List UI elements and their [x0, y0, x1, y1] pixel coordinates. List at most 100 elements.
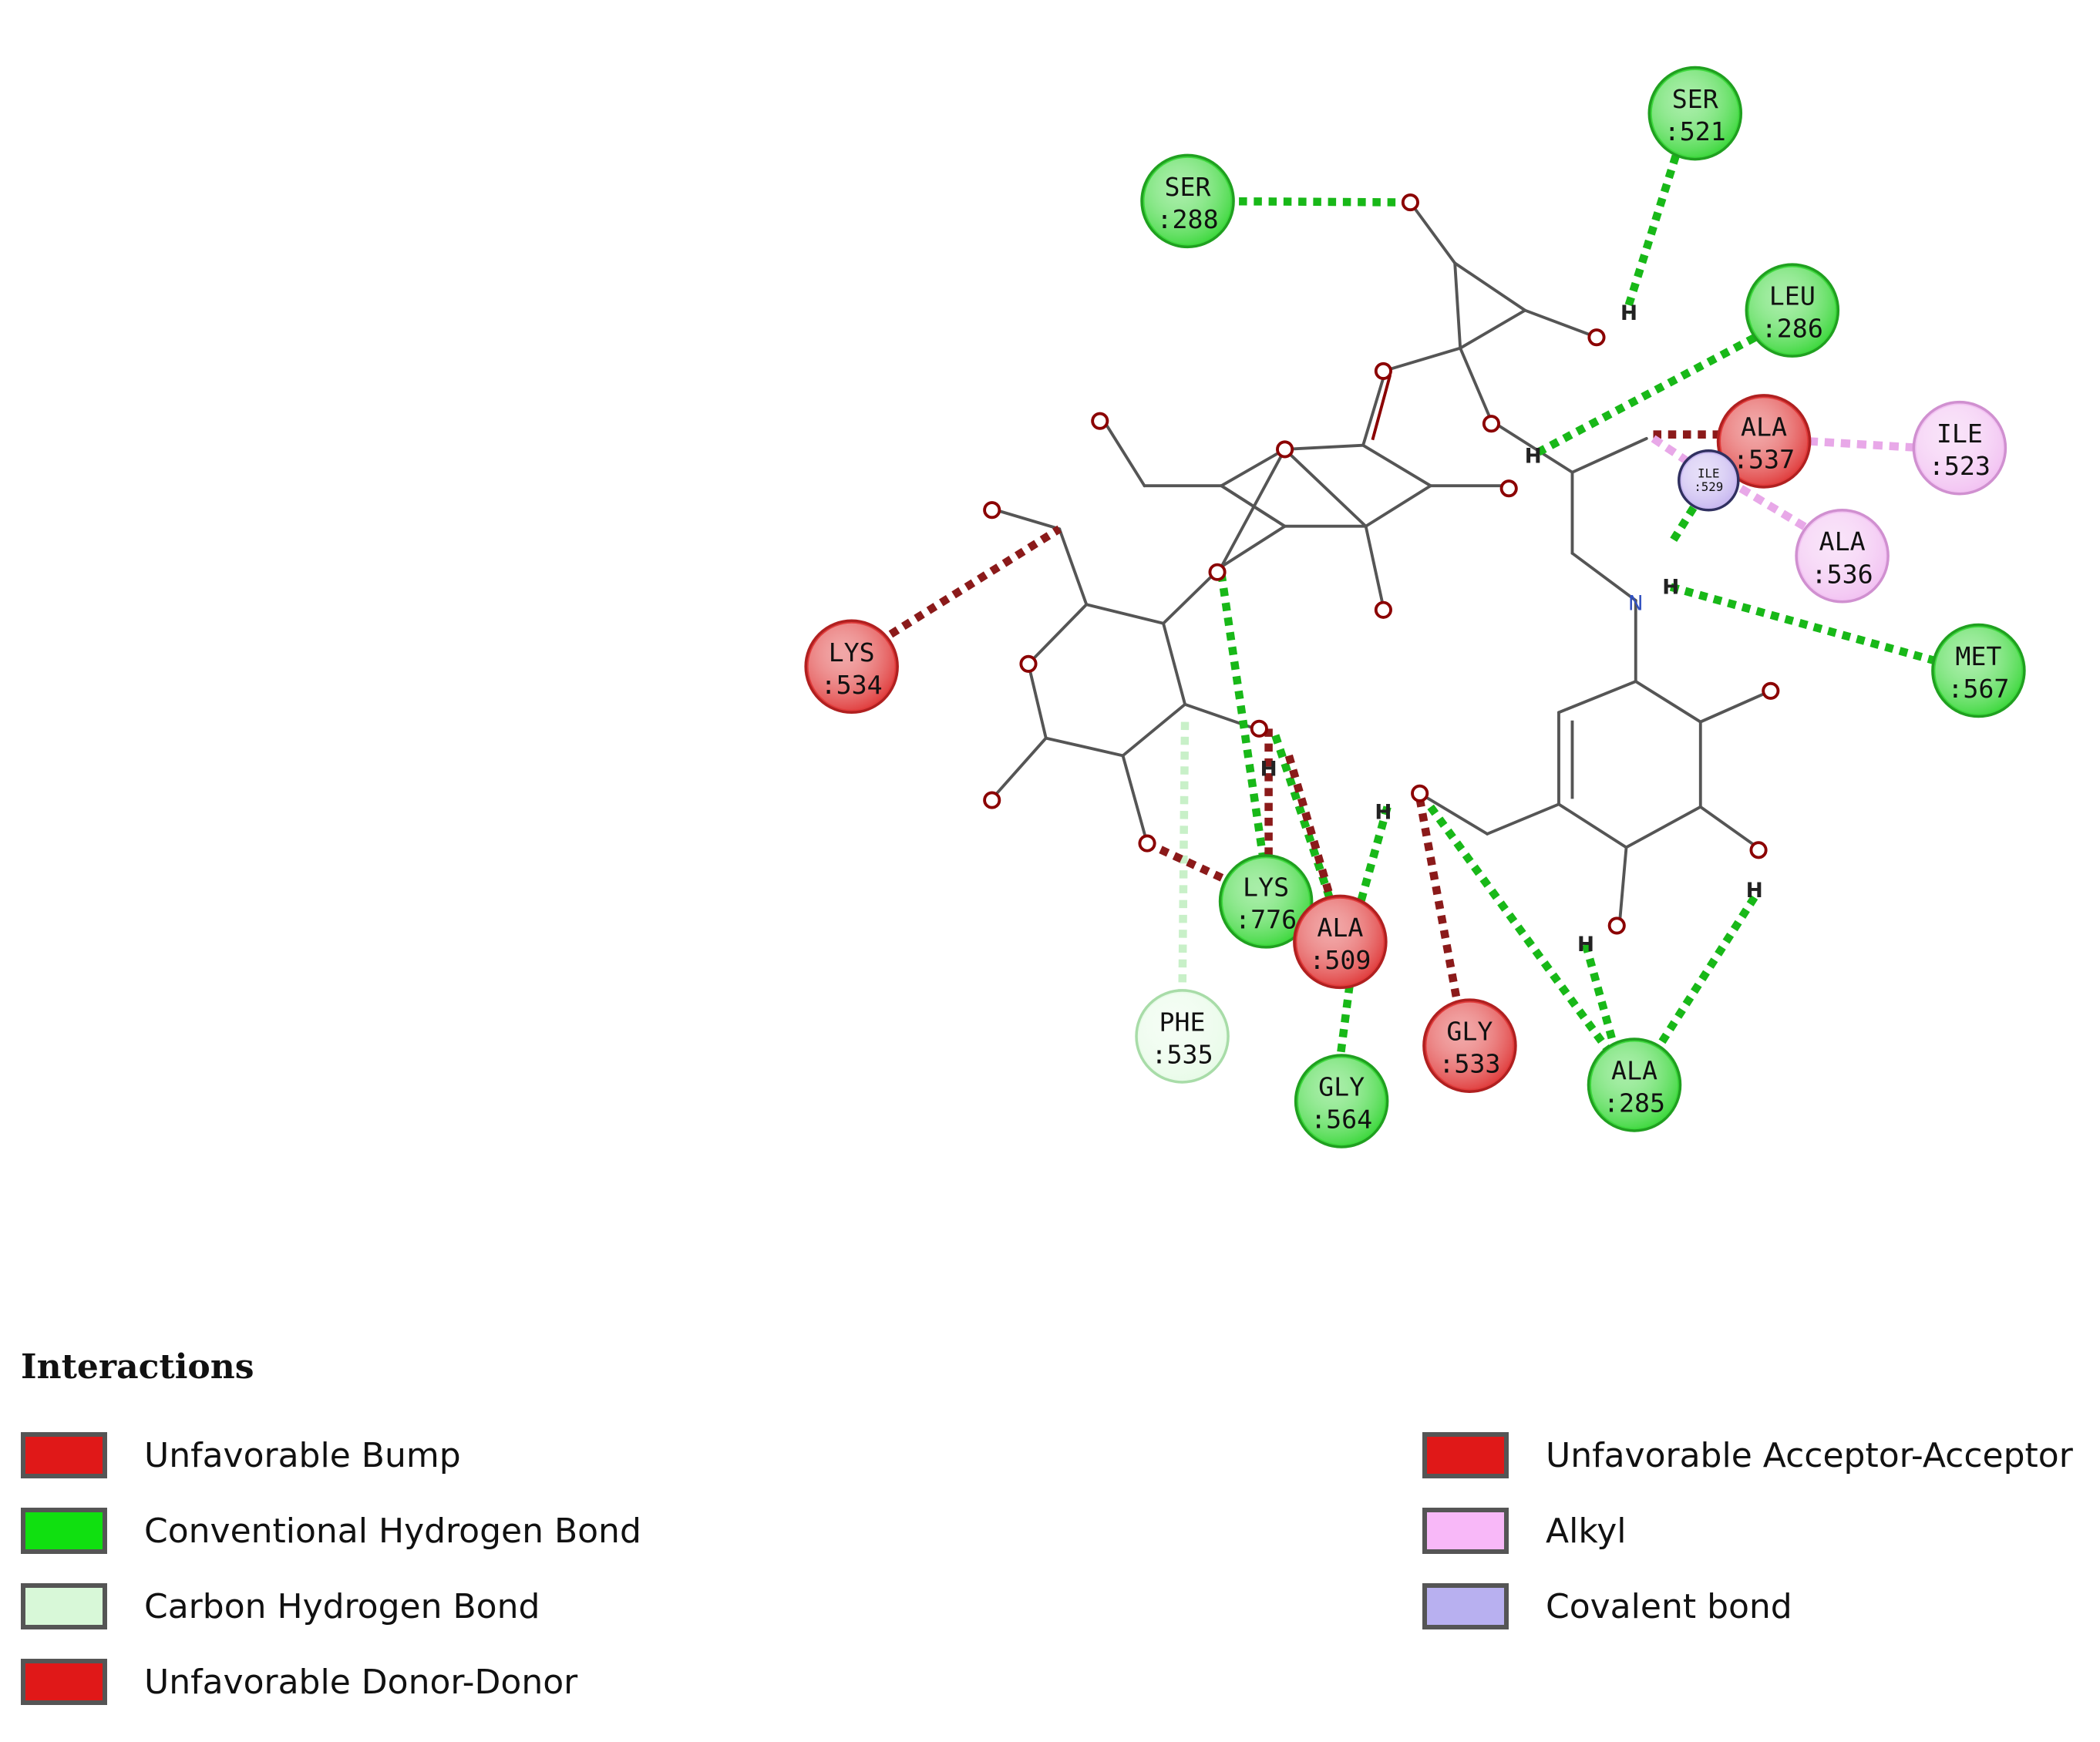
ligand-bond [1044, 736, 1125, 758]
legend-item-unfavorable-donor-donor: Unfavorable Donor-Donor [21, 1654, 577, 1710]
oxygen-atom [1411, 784, 1429, 802]
residue-shading [1916, 405, 2003, 492]
ligand-bond [1634, 680, 1702, 724]
ligand-bond [1027, 603, 1089, 666]
interaction-line [1352, 805, 1392, 919]
residue-name: LYS [1243, 872, 1289, 902]
residue-shading [808, 623, 895, 710]
residue-number: :534 [821, 670, 883, 700]
ligand-bond [994, 508, 1062, 531]
residue-ala537: ALA:537 [1716, 394, 1812, 489]
oxygen-atom [1749, 841, 1768, 859]
ligand-bond [1453, 261, 1462, 350]
hydrogen-atom: H [1375, 802, 1392, 825]
oxygen-atom [983, 791, 1001, 809]
ligand-double-bond [1371, 375, 1392, 441]
interaction-line [1145, 839, 1237, 888]
residue-ala509: ALA:509 [1293, 894, 1388, 990]
residue-gly564: GLY:564 [1294, 1054, 1389, 1148]
residue-shading [1223, 858, 1310, 945]
residue-shading [1298, 1058, 1385, 1145]
oxygen-atom [1587, 328, 1606, 347]
residue-shading [1799, 513, 1886, 600]
ligand-bond [1121, 702, 1186, 758]
interaction-line [1415, 798, 1465, 1020]
residue-number: :285 [1604, 1088, 1665, 1118]
ligand-bond [1220, 524, 1287, 569]
residue-shading [1144, 157, 1231, 244]
ligand-bond [1570, 551, 1637, 602]
ligand-bond [1418, 792, 1489, 836]
interaction-line [1738, 485, 1818, 536]
interaction-line [1217, 573, 1270, 878]
oxygen-atom [983, 501, 1001, 520]
legend-item-unfavorable-acceptor-acceptor: Unfavorable Acceptor-Acceptor [1422, 1428, 2073, 1483]
ligand-bond [1617, 846, 1628, 926]
legend-label: Unfavorable Bump [144, 1435, 461, 1475]
legend-swatch [1422, 1508, 1509, 1554]
hydrogen-atom: H [1525, 445, 1542, 468]
residue-name: ILE [1937, 419, 1983, 449]
residue-number: :537 [1733, 444, 1795, 474]
ligand-bond [1220, 448, 1287, 488]
residue-number: :776 [1235, 904, 1297, 934]
residue-name: SER [1165, 172, 1212, 202]
residue-gly533: GLY:533 [1422, 998, 1517, 1093]
hydrogen-atom: H [1620, 302, 1637, 325]
legend-label: Alkyl [1546, 1511, 1627, 1551]
hydrogen-atom: H [1662, 576, 1679, 599]
ligand-bond [1459, 346, 1493, 423]
ligand-bond [1283, 448, 1368, 528]
interaction-line [888, 525, 1062, 638]
residue-number: :509 [1309, 945, 1371, 975]
residue-ala285: ALA:285 [1587, 1037, 1682, 1132]
ligand-bond [1364, 484, 1432, 528]
residue-name: PHE [1159, 1007, 1206, 1037]
ligand-bond [1624, 805, 1702, 849]
residue-name: ALA [1819, 526, 1866, 557]
hydrogen-atom: H [1260, 758, 1277, 782]
residue-lys776: LYS:776 [1218, 854, 1314, 949]
ligand-bond [990, 736, 1048, 801]
residue-ala536: ALA:536 [1795, 508, 1890, 604]
ligand-bond [1459, 308, 1527, 350]
interaction-line [1622, 140, 1684, 314]
ligand-bond [1698, 805, 1763, 852]
legend-item-alkyl: Alkyl [1422, 1503, 1627, 1559]
ligand-bond [1361, 376, 1385, 447]
residue-leu286: LEU:286 [1745, 263, 1840, 358]
hydrogen-atom: H [1746, 879, 1763, 903]
residue-shading [1297, 898, 1384, 985]
ligand-bond [1489, 419, 1574, 474]
legend-label: Covalent bond [1546, 1586, 1792, 1626]
oxygen-atom [1276, 440, 1294, 459]
interaction-line [1284, 754, 1341, 919]
ligand-bond [1121, 754, 1149, 846]
interaction-line [1178, 721, 1190, 999]
legend-title: Interactions [21, 1347, 254, 1387]
residue-nodes: SER:521SER:288LEU:286ILE:523ALA:537ILE:5… [804, 66, 2026, 1148]
residue-shading [1748, 267, 1836, 354]
ligand-bond [1523, 308, 1592, 337]
nitrogen-atom: N [1628, 592, 1644, 615]
oxygen-atom [1482, 415, 1500, 433]
residue-ser288: SER:288 [1140, 153, 1235, 249]
residue-name: ALA [1741, 412, 1787, 442]
residue-number: :567 [1947, 674, 2009, 704]
ligand-bond [1570, 437, 1648, 474]
residue-lys534: LYS:534 [804, 619, 899, 715]
legend-swatch [1422, 1583, 1509, 1629]
residue-name: GLY [1446, 1017, 1493, 1047]
residue-ile523: ILE:523 [1912, 400, 2007, 496]
residue-ile529: ILE:529 [1678, 449, 1740, 512]
oxygen-atom [1607, 916, 1626, 935]
oxygen-atom [1019, 654, 1038, 673]
legend-swatch [21, 1659, 107, 1705]
residue-shading [1721, 398, 1808, 485]
residue-phe535: PHE:535 [1135, 989, 1230, 1084]
legend-label: Unfavorable Donor-Donor [144, 1662, 578, 1702]
residue-shading [1590, 1041, 1678, 1128]
ligand-bond [1364, 524, 1385, 609]
